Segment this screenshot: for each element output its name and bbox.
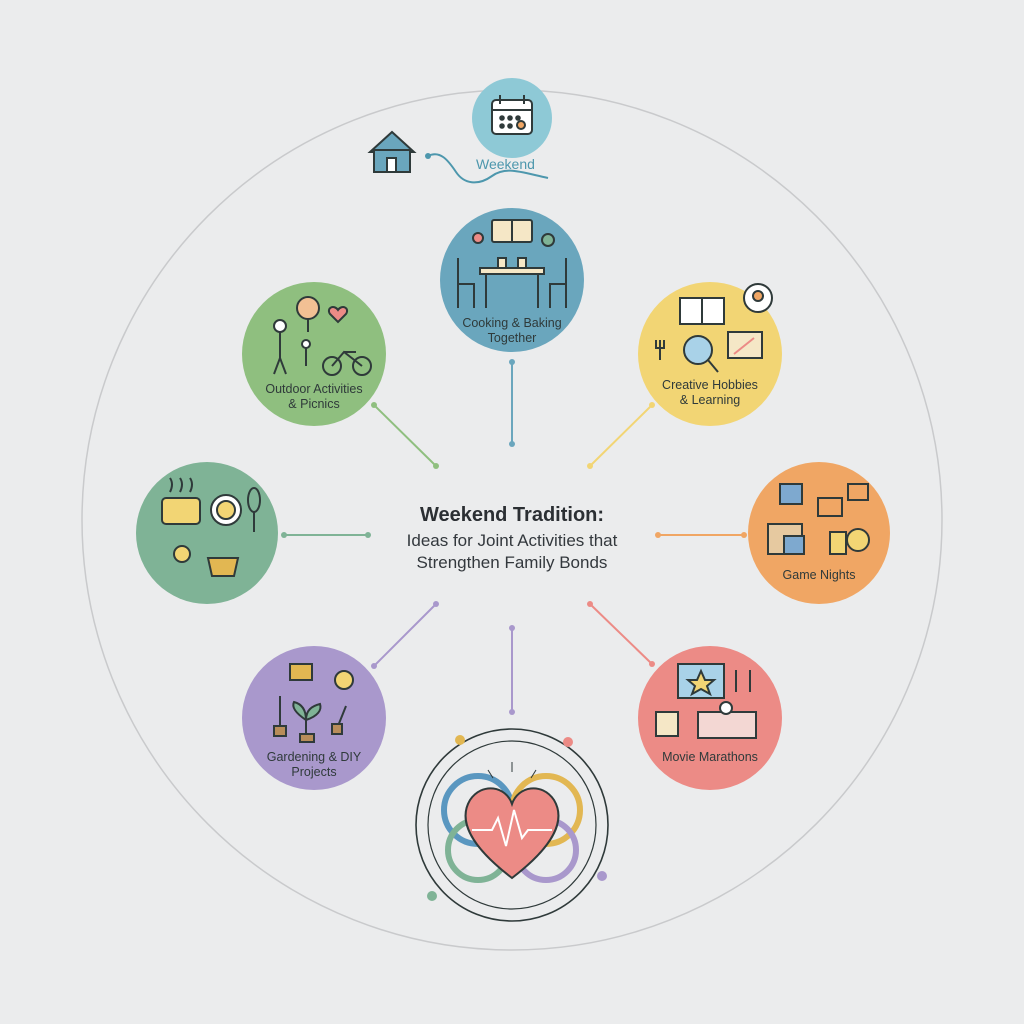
couch-icon <box>697 711 757 739</box>
activity-garden: Gardening & DIY Projects <box>242 646 386 790</box>
label-line1: Gardening & DIY <box>266 750 362 764</box>
outdoor-icons <box>273 296 372 376</box>
house-icon <box>367 130 417 173</box>
garden-icons <box>273 663 354 743</box>
center-subtitle-line2: Strengthen Family Bonds <box>416 553 608 572</box>
label-line1: Creative Hobbies <box>662 378 758 392</box>
basket-icon <box>206 557 240 577</box>
pot-icon <box>161 497 201 525</box>
label-line1: Movie Marathons <box>662 750 758 764</box>
tree-icon <box>296 296 320 320</box>
label-line1: Outdoor Activities <box>265 382 363 396</box>
label-line2: & Learning <box>679 393 741 407</box>
activity-outdoor: Outdoor Activities & Picnics <box>242 282 386 426</box>
label-line2: Projects <box>291 765 337 779</box>
dining-table-icon <box>457 219 567 308</box>
connector-garden <box>373 603 437 667</box>
connector-creative <box>589 404 653 467</box>
popcorn-icon <box>655 711 679 737</box>
tv-star-icon <box>655 663 757 739</box>
label-line1: Game Nights <box>782 568 856 582</box>
family-icon <box>273 319 287 333</box>
heart-rings-icon <box>415 728 609 922</box>
sun-icon <box>334 670 354 690</box>
heart-icon <box>328 306 348 324</box>
weekend-wave <box>427 153 549 184</box>
activity-games: Game Nights <box>748 462 890 604</box>
puzzle-icon <box>767 483 870 555</box>
connector-outdoor <box>373 404 437 467</box>
label-line2: & Picnics <box>288 397 340 411</box>
kitchen-icons <box>161 477 261 577</box>
activity-kitchen <box>136 462 278 604</box>
activity-movies: Movie Marathons <box>638 646 782 790</box>
weekend-label: Weekend <box>476 156 535 172</box>
center-title: Weekend Tradition: <box>419 504 605 526</box>
seedling-icon <box>292 700 322 734</box>
activity-cooking: Cooking & Baking Together <box>440 208 584 352</box>
calendar-icon <box>491 95 533 135</box>
book-icon <box>679 297 725 325</box>
bicycle-icon <box>322 356 342 376</box>
cards-icon <box>829 531 847 555</box>
label-line2: Together <box>487 331 537 345</box>
watering-can-icon <box>289 663 313 681</box>
whisk-icon <box>247 487 261 513</box>
label-line1: Cooking & Baking <box>462 316 562 330</box>
connectors <box>281 359 747 715</box>
activity-creative: Creative Hobbies & Learning <box>638 282 782 426</box>
center-subtitle: Ideas for Joint Activities that Strength… <box>372 530 652 574</box>
center-subtitle-line1: Ideas for Joint Activities that <box>406 531 618 550</box>
creative-icons <box>655 283 773 373</box>
connector-movies <box>589 603 653 665</box>
magnifier-icon <box>683 335 713 365</box>
